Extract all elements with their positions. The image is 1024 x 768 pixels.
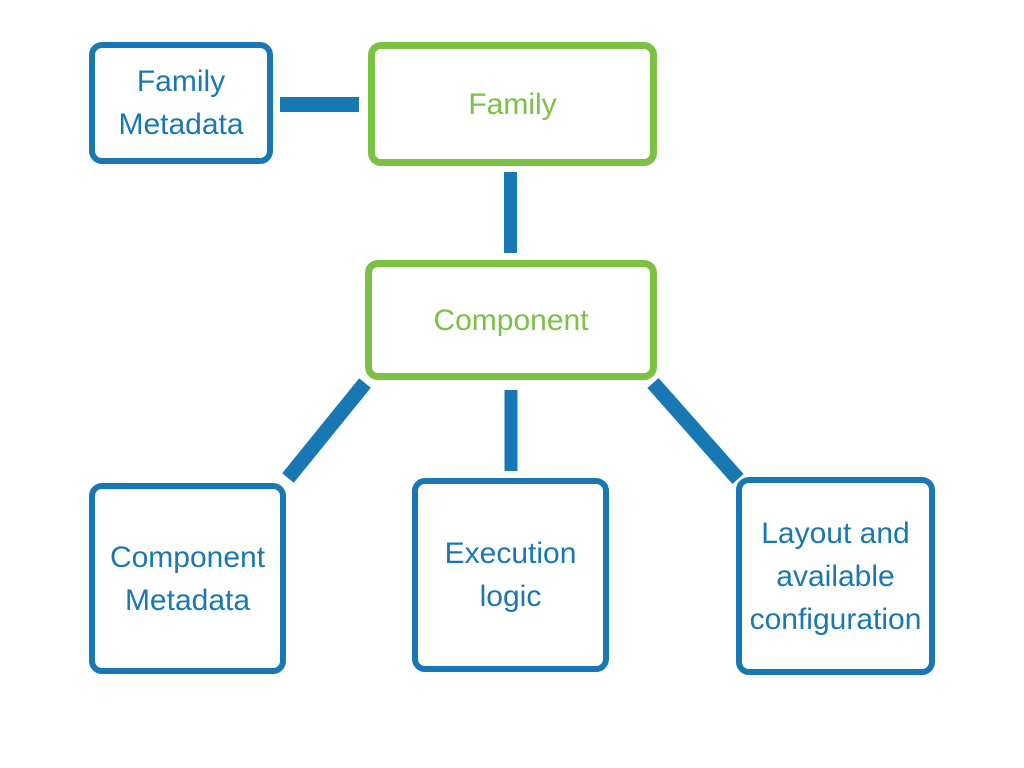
edge-component-layout-configuration: [647, 378, 744, 484]
node-component: Component: [365, 260, 657, 380]
node-family: Family: [368, 42, 657, 166]
node-layout-configuration: Layout and available configuration: [736, 477, 935, 675]
edge-component-component-metadata: [282, 378, 371, 483]
node-execution-logic: Execution logic: [412, 478, 609, 672]
node-family-metadata: Family Metadata: [89, 42, 273, 164]
node-component-metadata: Component Metadata: [89, 483, 286, 674]
